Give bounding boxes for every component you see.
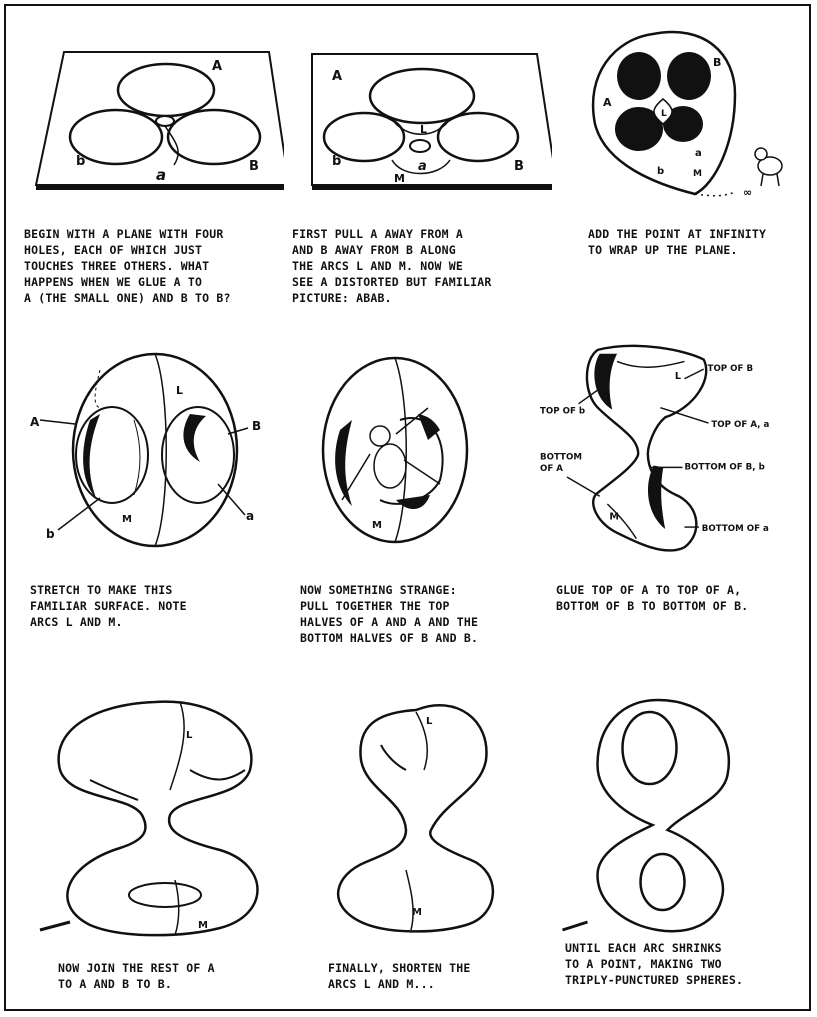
caption-something-strange: NOW SOMETHING STRANGE: PULL TOGETHER THE… [300,582,560,646]
caption-point-at-infinity: ADD THE POINT AT INFINITY TO WRAP UP THE… [588,226,817,258]
label-top-of-b: TOP OF b [540,406,585,416]
caption-glue-tops-bottoms: GLUE TOP OF A TO TOP OF a, BOTTOM OF B T… [556,582,816,614]
label-of-A: OF A [540,464,563,474]
label-a: a [156,166,166,184]
label-L: L [675,371,681,382]
label-b: b [76,154,85,169]
label-a: a [695,148,702,159]
label-bottom: BOTTOM [540,453,582,463]
caption-familiar-surface: STRETCH TO MAKE THIS FAMILIAR SURFACE. N… [30,582,290,630]
label-A: A [30,415,40,429]
shorten-arcs-drawing: L M [306,690,566,940]
label-b: b [46,527,55,541]
panel-point-at-infinity: A B L a b M ∞ ADD THE POINT AT INFINITY … [560,14,810,314]
two-spheres-drawing [555,690,815,940]
label-B: B [514,159,524,174]
label-M: M [394,172,405,185]
label-L: L [176,384,183,397]
panel-pull-apart: A L b a M B FIRST PULL a AWAY FROM A AND… [292,20,552,320]
panel-glue-tops-bottoms: TOP OF B TOP OF b L TOP OF A, a BOTTOM O… [540,336,810,656]
caption-plane-with-four-holes: BEGIN WITH A PLANE WITH FOUR HOLES, EACH… [24,226,284,306]
glue-tops-drawing: TOP OF B TOP OF b L TOP OF A, a BOTTOM O… [540,336,800,566]
caption-two-spheres: UNTIL EACH ARC SHRINKS TO A POINT, MAKIN… [565,940,817,988]
point-at-infinity-drawing: A B L a b M ∞ [560,14,817,204]
label-a: a [418,159,427,174]
caption-join-rest: NOW JOIN THE REST OF A TO a AND B TO b. [58,960,318,992]
creature-icon [755,148,782,186]
pull-apart-drawing: A L b a M B [292,20,552,200]
panel-plane-with-four-holes: A a b B BEGIN WITH A PLANE WITH FOUR HOL… [24,20,284,320]
label-bottom-of-a: BOTTOM OF a [702,524,769,534]
something-strange-drawing: M [300,350,560,550]
label-M: M [412,907,422,918]
plane-four-holes-drawing: A a b B [24,20,284,200]
label-bottom-of-B-b: BOTTOM OF B, b [684,462,764,472]
familiar-surface-drawing: A L B b M a [30,350,290,550]
panel-join-rest: L M NOW JOIN THE REST OF A TO a AND B TO… [30,690,290,1000]
label-M: M [122,514,132,525]
label-A: A [603,96,612,109]
caption-pull-apart: FIRST PULL a AWAY FROM A AND B AWAY FROM… [292,226,552,306]
label-A: A [212,59,222,74]
label-B: B [249,159,259,174]
join-rest-drawing: L M [30,690,290,940]
label-b: b [657,166,664,177]
panel-something-strange: M NOW SOMETHING STRANGE: PULL TOGETHER T… [300,350,560,650]
label-L: L [420,123,427,136]
label-infinity: ∞ [743,186,752,199]
label-B: B [713,56,721,69]
label-M: M [693,169,702,179]
label-A: A [332,69,342,84]
label-M: M [372,520,382,531]
panel-two-spheres: UNTIL EACH ARC SHRINKS TO A POINT, MAKIN… [555,690,810,1000]
panel-shorten-arcs: L M FINALLY, SHORTEN THE ARCS L AND M... [306,690,566,1000]
label-b: b [332,154,341,169]
label-B: B [252,419,261,433]
label-L: L [661,109,667,119]
label-M: M [609,511,619,522]
label-a: a [246,509,254,523]
label-top-of-A-a: TOP OF A, a [711,420,769,430]
label-L: L [426,716,433,727]
panel-familiar-surface: A L B b M a STRETCH TO MAKE THIS FAMILIA… [30,350,290,650]
label-L: L [186,730,193,741]
label-top-of-B: TOP OF B [708,364,754,374]
label-M: M [198,920,208,931]
caption-shorten-arcs: FINALLY, SHORTEN THE ARCS L AND M... [328,960,588,992]
